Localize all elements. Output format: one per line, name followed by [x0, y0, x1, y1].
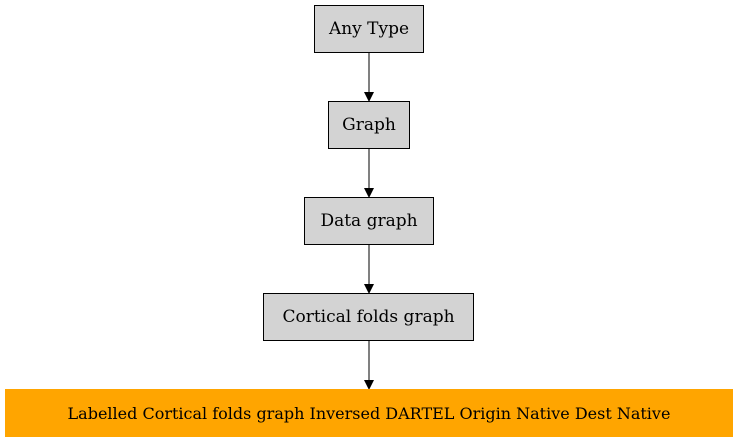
node-any-type: Any Type — [314, 5, 424, 53]
node-data-graph-label: Data graph — [320, 211, 418, 231]
node-cortical-folds-graph: Cortical folds graph — [263, 293, 474, 341]
node-data-graph: Data graph — [304, 197, 434, 245]
node-labelled-cortical-folds-graph: Labelled Cortical folds graph Inversed D… — [5, 389, 733, 437]
node-cortical-folds-graph-label: Cortical folds graph — [282, 307, 455, 327]
node-labelled-cortical-folds-graph-label: Labelled Cortical folds graph Inversed D… — [67, 403, 671, 423]
node-graph-label: Graph — [342, 115, 396, 135]
node-any-type-label: Any Type — [328, 19, 410, 39]
node-graph: Graph — [328, 101, 410, 149]
